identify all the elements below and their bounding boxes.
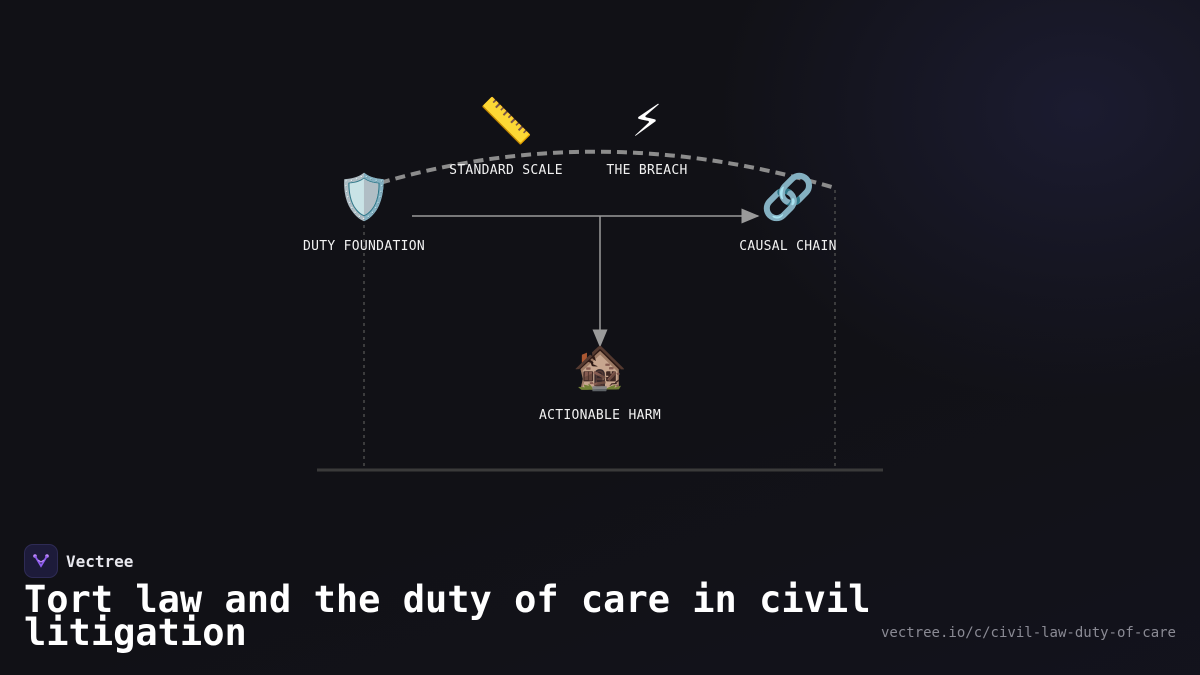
lightning-icon: ⚡ (631, 96, 663, 147)
brand: Vectree (24, 544, 133, 578)
dashed-arc (379, 149, 836, 190)
source-url[interactable]: vectree.io/c/civil-law-duty-of-care (880, 625, 1176, 641)
node-label-breach: THE BREACH (606, 163, 688, 178)
page-title: Tort law and the duty of care in civil l… (24, 578, 871, 654)
vectree-logo-icon (24, 544, 58, 578)
derelict-house-icon: 🏚️ (572, 342, 628, 393)
ruler-icon: 📏 (478, 96, 534, 147)
node-label-harm: ACTIONABLE HARM (539, 408, 661, 423)
node-label-duty: DUTY FOUNDATION (303, 239, 425, 254)
node-label-causal: CAUSAL CHAIN (739, 239, 837, 254)
shield-icon: 🛡️ (336, 172, 392, 223)
brand-name: Vectree (66, 551, 134, 571)
node-label-standard: STANDARD SCALE (449, 163, 563, 178)
link-icon: 🔗 (760, 172, 816, 223)
